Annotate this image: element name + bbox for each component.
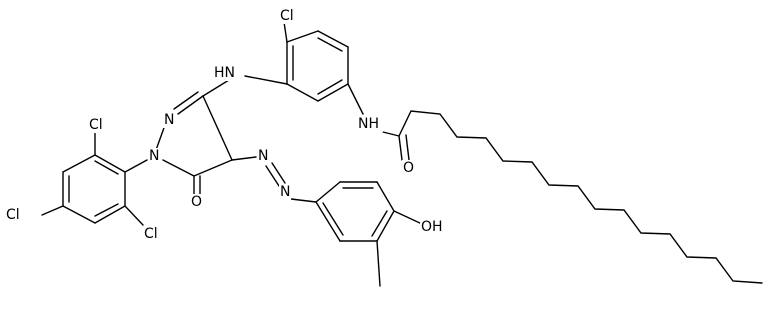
bond <box>124 205 144 226</box>
bond <box>62 205 96 224</box>
bond <box>265 165 280 187</box>
chlorine-atom-label: Cl <box>6 207 20 223</box>
bond <box>376 181 395 212</box>
bond <box>317 30 349 48</box>
pyrazole-nitrogen-label: N <box>164 112 174 128</box>
amide-nh-label: NH <box>358 116 379 132</box>
bond <box>177 95 204 115</box>
bond <box>317 37 343 52</box>
bond <box>376 210 395 242</box>
bond <box>94 203 119 217</box>
chlorine-atom-label: Cl <box>144 226 158 242</box>
bond <box>283 21 288 43</box>
azo-nitrogen-label: N <box>258 148 268 164</box>
bond <box>371 210 388 237</box>
bond <box>41 205 64 216</box>
bond <box>322 202 344 236</box>
bond <box>376 240 381 287</box>
alkyl-chain-bond <box>398 110 763 284</box>
chlorine-atom-label: Cl <box>280 8 294 24</box>
bond <box>244 75 288 85</box>
bond-layer <box>41 21 763 287</box>
bond <box>382 131 400 137</box>
bond <box>162 159 195 177</box>
bond <box>347 83 364 115</box>
bond <box>202 95 233 161</box>
bond <box>315 181 341 203</box>
bond <box>317 79 343 95</box>
bond <box>94 205 126 224</box>
bond <box>290 198 317 203</box>
atom-label-layer: Cl HN N N Cl Cl Cl O N N NH O OH <box>5 8 446 242</box>
chlorine-atom-label: Cl <box>89 117 103 133</box>
bond <box>286 83 319 102</box>
bond <box>94 160 119 175</box>
pyrazole-n-phenyl-label: N <box>149 148 159 164</box>
bond <box>315 201 341 242</box>
bond <box>155 124 166 151</box>
hydroxyl-label: OH <box>421 219 443 235</box>
bond <box>405 134 410 161</box>
bond <box>94 154 126 173</box>
bond <box>173 91 199 110</box>
bond <box>317 83 349 102</box>
azo-nitrogen-label: N <box>280 184 290 200</box>
bond <box>202 79 230 97</box>
amino-nh-label: HN <box>214 65 235 81</box>
bond <box>286 30 319 43</box>
bond <box>271 162 286 184</box>
bond <box>62 154 96 173</box>
bond <box>193 159 233 177</box>
amide-oxygen-label: O <box>403 160 414 176</box>
bond <box>124 159 148 173</box>
bond <box>231 156 257 161</box>
bond <box>398 135 403 161</box>
bond <box>393 210 423 225</box>
pyrazolone-oxygen-label: O <box>191 194 202 210</box>
